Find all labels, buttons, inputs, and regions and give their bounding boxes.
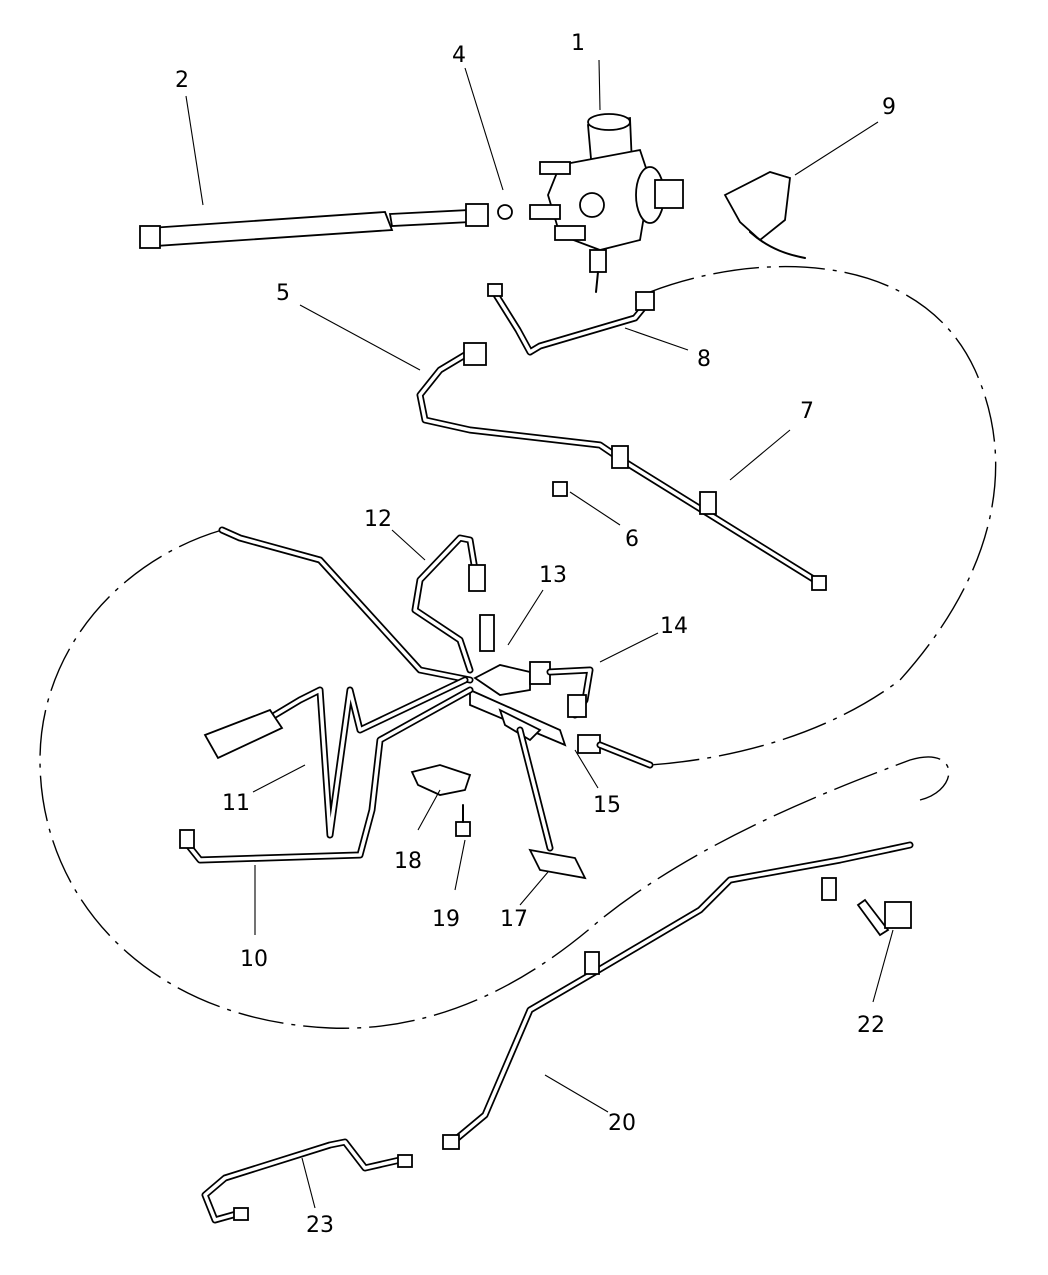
callout-6: 6: [625, 527, 639, 552]
callout-8: 8: [697, 347, 711, 372]
callout-4: 4: [452, 43, 466, 68]
part-23-brake-tube: [201, 1138, 413, 1224]
callout-20: 20: [608, 1111, 636, 1136]
callout-15: 15: [593, 793, 621, 818]
callout-13: 13: [539, 563, 567, 588]
part-4-washer: [497, 204, 513, 220]
callout-17: 17: [500, 907, 528, 932]
callout-12: 12: [364, 507, 392, 532]
part-22-bolt: [856, 898, 912, 937]
part-1-proportioning-valve: [529, 113, 684, 293]
callout-7: 7: [800, 399, 814, 424]
callout-11: 11: [222, 791, 250, 816]
part-5-brake-tube: [416, 342, 827, 591]
callout-18: 18: [394, 849, 422, 874]
callout-labels: 1 2 4 5 6 7 8 9 10 11 12 13 14 15 17 18 …: [175, 31, 896, 1238]
part-6-bolt: [552, 481, 568, 497]
part-19-bolt: [455, 804, 471, 837]
callout-22: 22: [857, 1013, 885, 1038]
part-9-bracket: [723, 171, 791, 242]
callout-5: 5: [276, 281, 290, 306]
part-20-brake-tube: [442, 841, 914, 1150]
callout-14: 14: [660, 614, 688, 639]
part-2-brake-hose: [139, 203, 489, 249]
callout-23: 23: [306, 1213, 334, 1238]
part-10-11-brake-tubes: [179, 676, 474, 864]
callout-2: 2: [175, 68, 189, 93]
group-outline-upper: [649, 265, 997, 766]
callout-19: 19: [432, 907, 460, 932]
leader-lines: [185, 59, 894, 1209]
callout-10: 10: [240, 947, 268, 972]
callout-9: 9: [882, 95, 896, 120]
part-8-brake-tube: [487, 283, 655, 356]
group-outline-lower: [39, 529, 950, 1029]
callout-1: 1: [571, 31, 585, 56]
part-18-clip: [410, 764, 472, 796]
junction-assembly: [218, 526, 654, 880]
